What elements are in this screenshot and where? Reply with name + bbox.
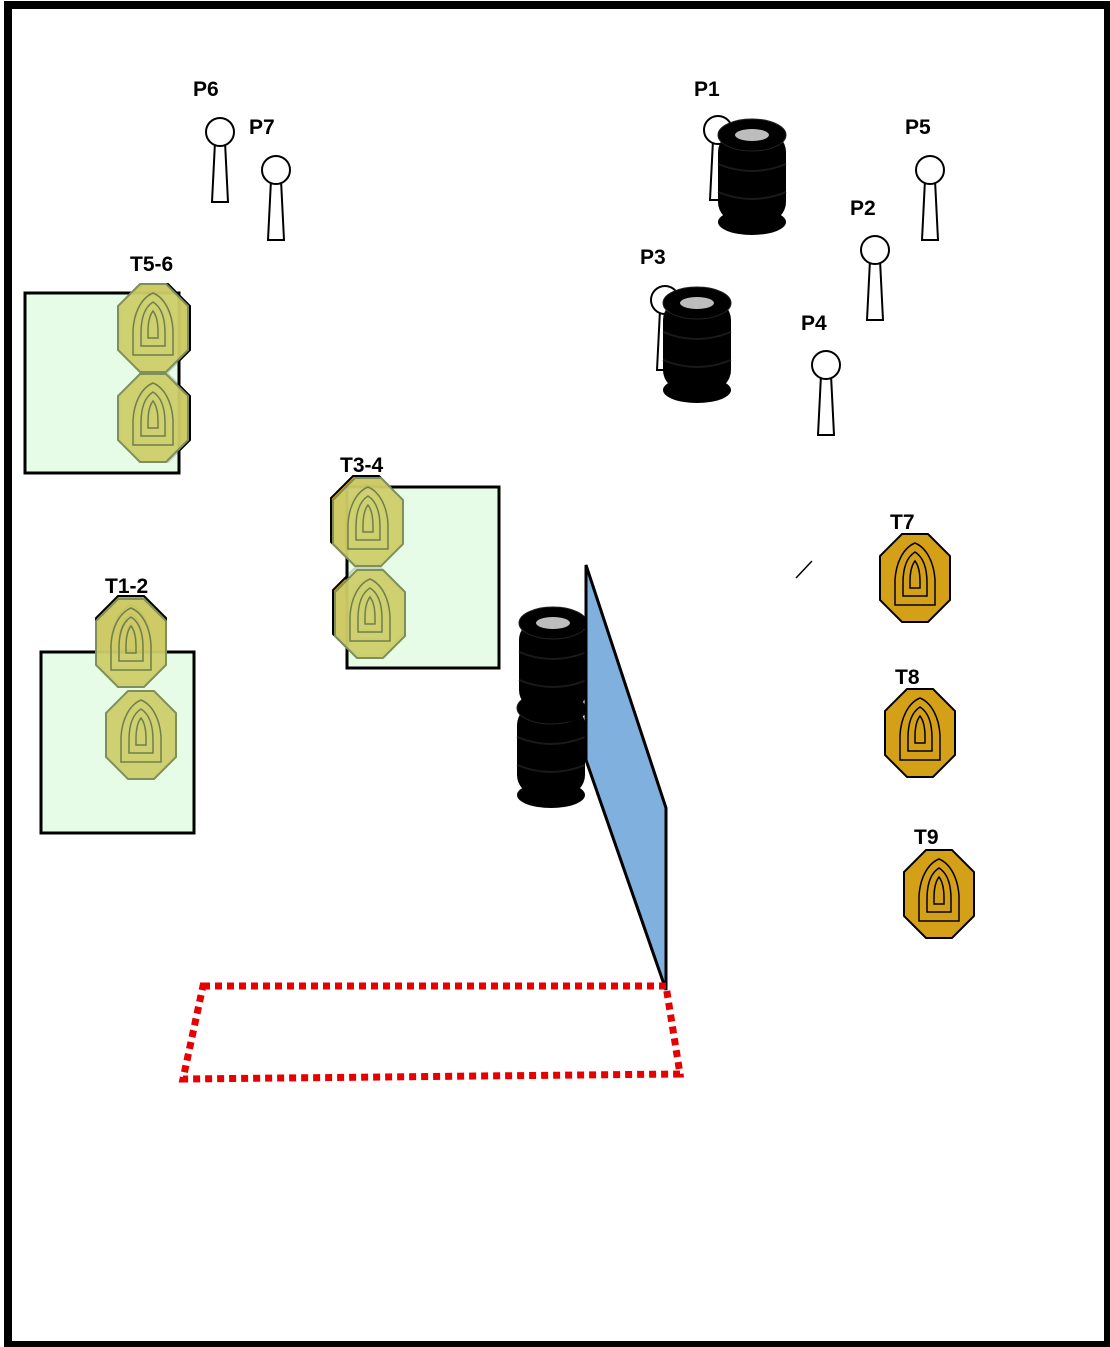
popper-label: P7 bbox=[249, 116, 275, 139]
shooting-box-fault-line bbox=[178, 982, 685, 1083]
cardboard-target-icon bbox=[334, 569, 406, 659]
target-group-t3-4: T3-4 bbox=[330, 454, 501, 670]
tire-stack-icon bbox=[717, 118, 787, 236]
cardboard-target-icon bbox=[879, 533, 951, 623]
popper-p1: P1 bbox=[694, 78, 733, 201]
wall-panel bbox=[584, 564, 668, 991]
popper-label: P4 bbox=[801, 312, 827, 335]
cardboard-target-icon bbox=[884, 688, 956, 778]
popper-label: P6 bbox=[193, 78, 219, 101]
target-label: T9 bbox=[914, 826, 939, 849]
tire-stack-icon bbox=[518, 606, 588, 724]
cardboard-target-icon bbox=[117, 373, 189, 463]
target-label: T7 bbox=[890, 511, 915, 534]
popper-label: P1 bbox=[694, 78, 720, 101]
marker-tick bbox=[795, 560, 813, 579]
popper-p7: P7 bbox=[249, 116, 291, 241]
popper-p3: P3 bbox=[640, 246, 680, 371]
cardboard-target-icon bbox=[903, 849, 975, 939]
target-t8: T8 bbox=[884, 666, 956, 778]
popper-label: P3 bbox=[640, 246, 666, 269]
cardboard-target-icon bbox=[117, 283, 189, 373]
target-group-label: T1-2 bbox=[105, 575, 148, 598]
target-label: T8 bbox=[895, 666, 920, 689]
popper-p2: P2 bbox=[850, 197, 890, 321]
cardboard-target-icon bbox=[105, 690, 177, 780]
cardboard-target-icon bbox=[332, 477, 404, 567]
target-group-t1-2: T1-2 bbox=[39, 575, 196, 835]
tire-stack-icon bbox=[662, 286, 732, 404]
popper-p5: P5 bbox=[905, 116, 945, 241]
cardboard-target-icon bbox=[95, 598, 167, 688]
popper-p6: P6 bbox=[193, 78, 235, 203]
popper-p4: P4 bbox=[801, 312, 841, 436]
target-group-label: T3-4 bbox=[340, 454, 384, 477]
target-group-t5-6: T5-6 bbox=[23, 253, 191, 475]
popper-label: P2 bbox=[850, 197, 876, 220]
popper-label: P5 bbox=[905, 116, 931, 139]
target-group-label: T5-6 bbox=[130, 253, 173, 276]
target-t7: T7 bbox=[879, 511, 951, 623]
target-t9: T9 bbox=[903, 826, 975, 939]
